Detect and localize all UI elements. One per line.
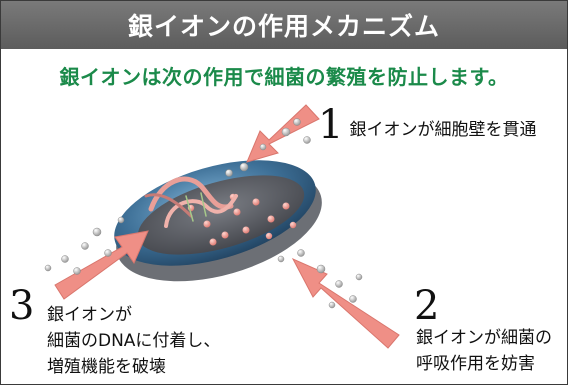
- silver-ion-icon: [44, 118, 363, 309]
- step-2-text: 銀イオンが細菌の 呼吸作用を妨害: [416, 325, 552, 377]
- dna-strand-icon: [144, 176, 238, 228]
- step-2-number: 2: [414, 283, 440, 329]
- step-3-number: 3: [9, 283, 35, 329]
- page-title: 銀イオンの作用メカニズム: [1, 1, 567, 49]
- step-1-text: 銀イオンが細胞壁を貫通: [349, 120, 537, 140]
- step-1-number: 1: [318, 102, 344, 148]
- subtitle: 銀イオンは次の作用で細菌の繁殖を防止します。: [59, 65, 509, 89]
- step-3-text: 銀イオンが 細菌のDNAに付着し、 増殖機能を破壊: [47, 302, 220, 380]
- step-3-line-3: 増殖機能を破壊: [47, 357, 166, 377]
- step-2-line-1: 銀イオンが細菌の: [416, 328, 552, 348]
- step-3-line-2: 細菌のDNAに付着し、: [47, 331, 221, 351]
- step-2-line-2: 呼吸作用を妨害: [416, 354, 535, 374]
- step-3-line-1: 銀イオンが: [47, 305, 132, 325]
- bacterium-icon: [114, 160, 322, 282]
